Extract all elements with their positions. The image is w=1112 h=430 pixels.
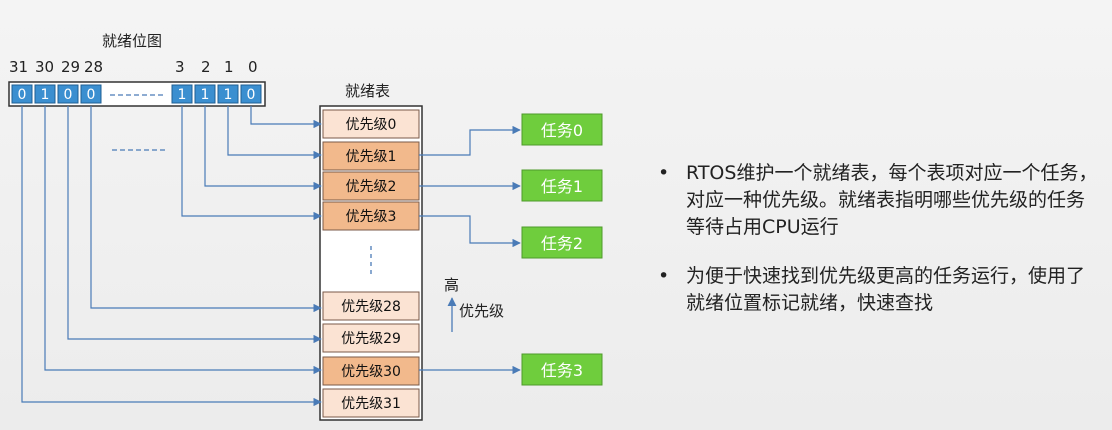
wire-bit29-to-priority29 [67,106,322,344]
wire-bit0-to-priority0 [250,106,322,129]
task-box-0 [521,113,603,146]
task-label-1: 任务1 [541,177,583,196]
bit-cell-1 [217,84,239,104]
wire-priority3-to-task2 [419,215,521,248]
priority-high-label: 高 [444,276,459,294]
bit-cell-2 [194,84,216,104]
bitmap-title: 就绪位图 [102,32,162,50]
priority-label-2: 优先级2 [346,179,397,195]
bit-number-2: 2 [201,58,211,76]
bullet-item-ready-table: RTOS维护一个就绪表，每个表项对应一个任务，对应一种优先级。就绪表指明哪些优先… [656,160,1101,241]
wire-bit2-to-priority2 [204,106,322,191]
bit-value-31: 0 [18,87,27,103]
priority-cell-31 [322,388,420,418]
bit-value-30: 1 [41,87,50,103]
bit-number-1: 1 [224,58,234,76]
bit-cell-30 [34,84,56,104]
priority-direction-label: 优先级 [459,302,504,320]
priority-label-1: 优先级1 [346,149,397,165]
priority-cell-0 [322,109,420,139]
priority-cell-28 [322,291,420,321]
task-box-3 [521,353,603,386]
bit-number-28: 28 [84,58,103,76]
priority-label-28: 优先级28 [341,299,401,315]
bit-number-3: 3 [175,58,185,76]
wire-priority1-to-task0 [419,125,521,156]
priority-label-31: 优先级31 [341,396,401,412]
wire-bit30-to-priority30 [44,106,322,375]
bit-value-28: 0 [87,87,96,103]
priority-cell-30 [322,356,420,386]
priority-label-0: 优先级0 [346,117,397,133]
bit-number-29: 29 [61,58,80,76]
wire-bit3-to-priority3 [181,106,322,221]
bit-value-2: 1 [201,87,210,103]
bit-cell-31 [11,84,33,104]
bit-cell-0 [240,84,262,104]
priority-label-29: 优先级29 [341,331,401,347]
priority-cell-1 [322,141,420,171]
task-box-2 [521,226,603,259]
bit-value-0: 0 [247,87,256,103]
table-title: 就绪表 [345,82,390,100]
bit-cell-3 [171,84,193,104]
priority-label-30: 优先级30 [341,364,401,380]
wire-bit1-to-priority1 [227,106,322,160]
bit-value-1: 1 [224,87,233,103]
bullet-list: RTOS维护一个就绪表，每个表项对应一个任务，对应一种优先级。就绪表指明哪些优先… [656,160,1101,339]
task-label-0: 任务0 [541,121,583,140]
priority-label-3: 优先级3 [346,209,397,225]
bit-cell-29 [57,84,79,104]
task-label-2: 任务2 [541,234,583,253]
bit-cell-28 [80,84,102,104]
wire-bit31-to-priority31 [21,106,322,407]
bit-number-31: 31 [9,58,28,76]
task-box-1 [521,169,603,202]
bit-number-0: 0 [248,58,258,76]
bit-value-29: 0 [64,87,73,103]
bit-number-30: 30 [35,58,54,76]
priority-cell-29 [322,323,420,353]
task-label-3: 任务3 [541,361,583,380]
bit-value-3: 1 [178,87,187,103]
wire-bit28-to-priority28 [90,106,322,313]
bullet-item-ready-bitmap: 为便于快速找到优先级更高的任务运行，使用了就绪位置标记就绪，快速查找 [656,263,1101,317]
